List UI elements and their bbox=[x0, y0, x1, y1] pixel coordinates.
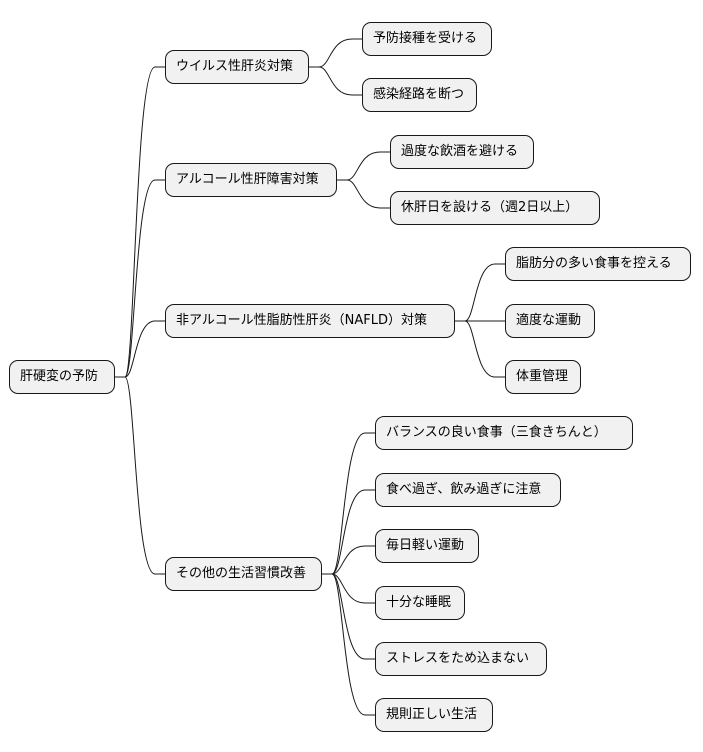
branch-virus: ウイルス性肝炎対策 bbox=[165, 50, 309, 84]
leaf-limit-fat: 脂肪分の多い食事を控える bbox=[505, 247, 691, 281]
connector-line bbox=[322, 545, 375, 575]
connector-line bbox=[115, 179, 165, 378]
connector-line bbox=[455, 320, 505, 378]
connector-line bbox=[309, 66, 362, 96]
connector-line bbox=[322, 573, 375, 660]
leaf-weight-management: 体重管理 bbox=[505, 360, 581, 394]
leaf-avoid-overeating: 食べ過ぎ、飲み過ぎに注意 bbox=[375, 473, 561, 507]
leaf-daily-light-exercise: 毎日軽い運動 bbox=[375, 529, 479, 563]
leaf-manage-stress: ストレスをため込まない bbox=[375, 642, 547, 676]
connector-line bbox=[322, 489, 375, 575]
leaf-balanced-diet: バランスの良い食事（三食きちんと） bbox=[375, 416, 633, 450]
connector-line bbox=[322, 573, 375, 604]
leaf-vaccination: 予防接種を受ける bbox=[362, 22, 492, 56]
leaf-regular-life: 規則正しい生活 bbox=[375, 698, 493, 732]
leaf-moderate-exercise: 適度な運動 bbox=[505, 304, 595, 338]
leaf-liver-rest-days: 休肝日を設ける（週2日以上） bbox=[390, 191, 600, 225]
connector-line bbox=[455, 263, 505, 322]
connector-line bbox=[115, 66, 165, 378]
root-node: 肝硬変の予防 bbox=[9, 360, 115, 394]
connector-line bbox=[309, 38, 362, 68]
connector-line bbox=[337, 151, 390, 181]
connector-line bbox=[337, 179, 390, 209]
leaf-sufficient-sleep: 十分な睡眠 bbox=[375, 586, 465, 620]
connector-line bbox=[322, 432, 375, 575]
connector-line bbox=[115, 376, 165, 575]
branch-nafld: 非アルコール性脂肪性肝炎（NAFLD）対策 bbox=[165, 304, 455, 338]
branch-alcohol: アルコール性肝障害対策 bbox=[165, 163, 337, 197]
leaf-avoid-drinking: 過度な飲酒を避ける bbox=[390, 135, 534, 169]
branch-lifestyle: その他の生活習慣改善 bbox=[165, 557, 322, 591]
leaf-block-infection: 感染経路を断つ bbox=[362, 78, 477, 112]
connector-line bbox=[115, 320, 165, 378]
connector-line bbox=[322, 573, 375, 716]
